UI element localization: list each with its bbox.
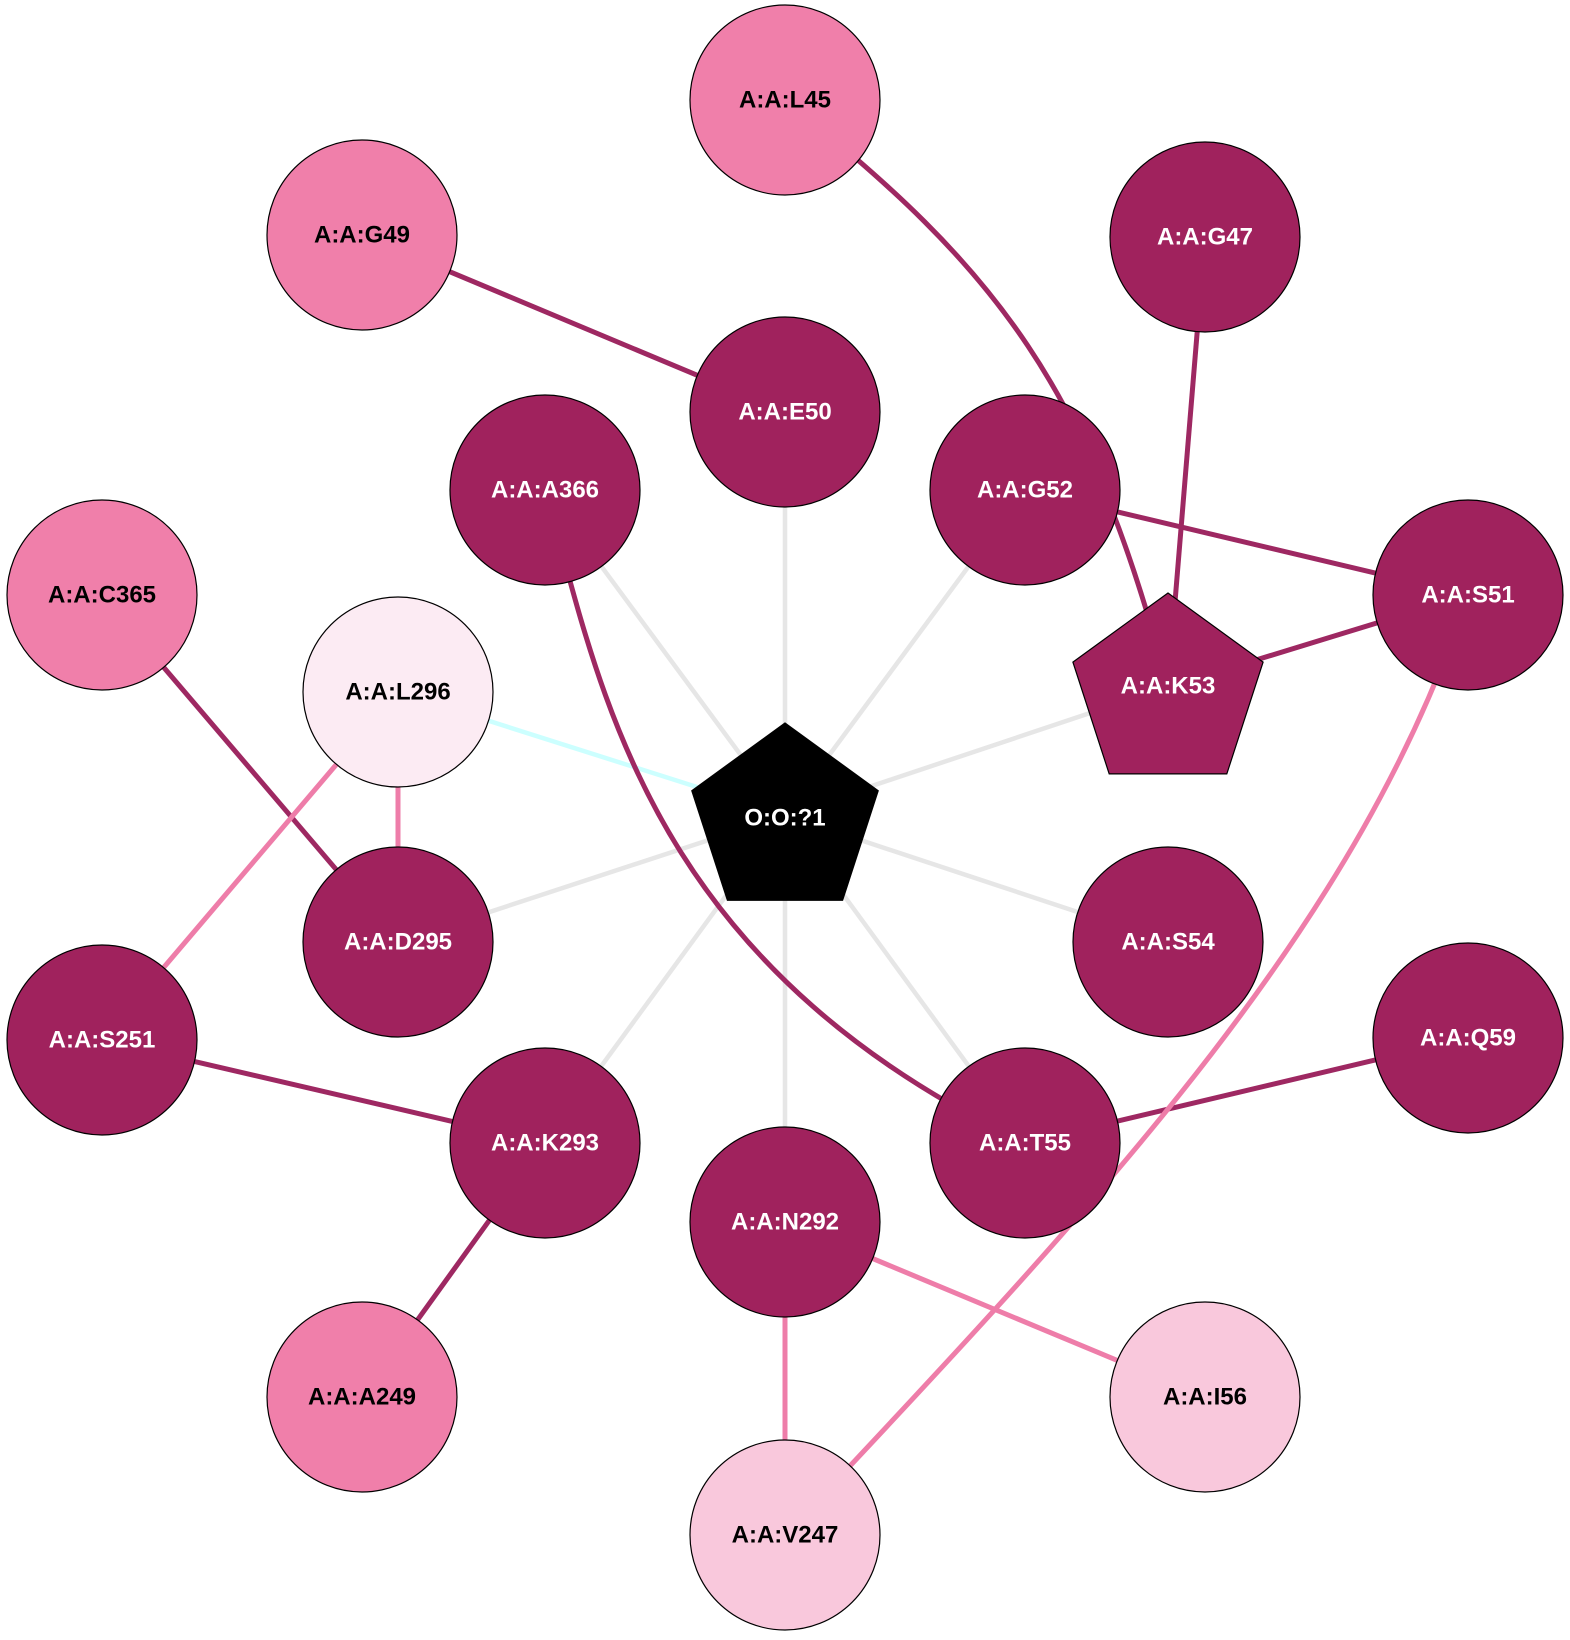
node-c365[interactable]: A:A:C365 [6,499,198,691]
node-circle [689,316,881,508]
node-g49[interactable]: A:A:G49 [266,139,458,331]
node-circle [302,596,494,788]
node-circle [689,4,881,196]
node-circle [449,1047,641,1239]
node-label: A:A:T55 [979,1130,1071,1157]
node-label: A:A:N292 [731,1209,839,1236]
node-circle [302,846,494,1038]
node-label: A:A:S251 [49,1027,156,1054]
node-k53[interactable]: A:A:K53 [1072,592,1264,775]
node-label: A:A:A249 [308,1384,416,1411]
node-v247[interactable]: A:A:V247 [689,1439,881,1631]
node-n292[interactable]: A:A:N292 [689,1126,881,1318]
node-center[interactable]: O:O:?1 [691,722,879,901]
node-circle [6,499,198,691]
node-i56[interactable]: A:A:I56 [1109,1301,1301,1493]
node-q59[interactable]: A:A:Q59 [1372,942,1564,1134]
node-l45[interactable]: A:A:L45 [689,4,881,196]
node-s251[interactable]: A:A:S251 [6,944,198,1136]
node-circle [1109,141,1301,333]
node-label: O:O:?1 [744,805,825,832]
node-circle [689,1439,881,1631]
node-label: A:A:I56 [1163,1384,1247,1411]
node-label: A:A:K293 [491,1130,599,1157]
node-l296[interactable]: A:A:L296 [302,596,494,788]
node-pentagon [1072,592,1264,775]
node-label: A:A:S51 [1421,582,1514,609]
node-d295[interactable]: A:A:D295 [302,846,494,1038]
node-label: A:A:K53 [1121,673,1216,700]
node-t55[interactable]: A:A:T55 [929,1047,1121,1239]
node-label: A:A:E50 [738,399,831,426]
edge-l45-k53 [783,98,1171,688]
node-s54[interactable]: A:A:S54 [1072,846,1264,1038]
node-s51[interactable]: A:A:S51 [1372,499,1564,691]
node-label: A:A:G47 [1157,224,1253,251]
node-label: A:A:D295 [344,929,452,956]
node-label: A:A:A366 [491,477,599,504]
node-label: A:A:L296 [345,679,450,706]
node-pentagon [691,722,879,901]
node-circle [1372,942,1564,1134]
node-circle [1072,846,1264,1038]
node-label: A:A:G52 [977,477,1073,504]
node-circle [449,394,641,586]
node-label: A:A:Q59 [1420,1025,1516,1052]
node-circle [266,1301,458,1493]
node-e50[interactable]: A:A:E50 [689,316,881,508]
node-a366[interactable]: A:A:A366 [449,394,641,586]
node-label: A:A:L45 [739,87,831,114]
node-circle [929,394,1121,586]
node-g47[interactable]: A:A:G47 [1109,141,1301,333]
node-circle [1109,1301,1301,1493]
node-circle [1372,499,1564,691]
edge-s51-v247 [783,594,1471,1537]
node-a249[interactable]: A:A:A249 [266,1301,458,1493]
node-label: A:A:C365 [48,582,156,609]
node-label: A:A:V247 [732,1522,839,1549]
node-label: A:A:G49 [314,222,410,249]
node-label: A:A:S54 [1121,929,1215,956]
node-k293[interactable]: A:A:K293 [449,1047,641,1239]
node-circle [266,139,458,331]
node-circle [6,944,198,1136]
node-circle [929,1047,1121,1239]
node-g52[interactable]: A:A:G52 [929,394,1121,586]
node-circle [689,1126,881,1318]
